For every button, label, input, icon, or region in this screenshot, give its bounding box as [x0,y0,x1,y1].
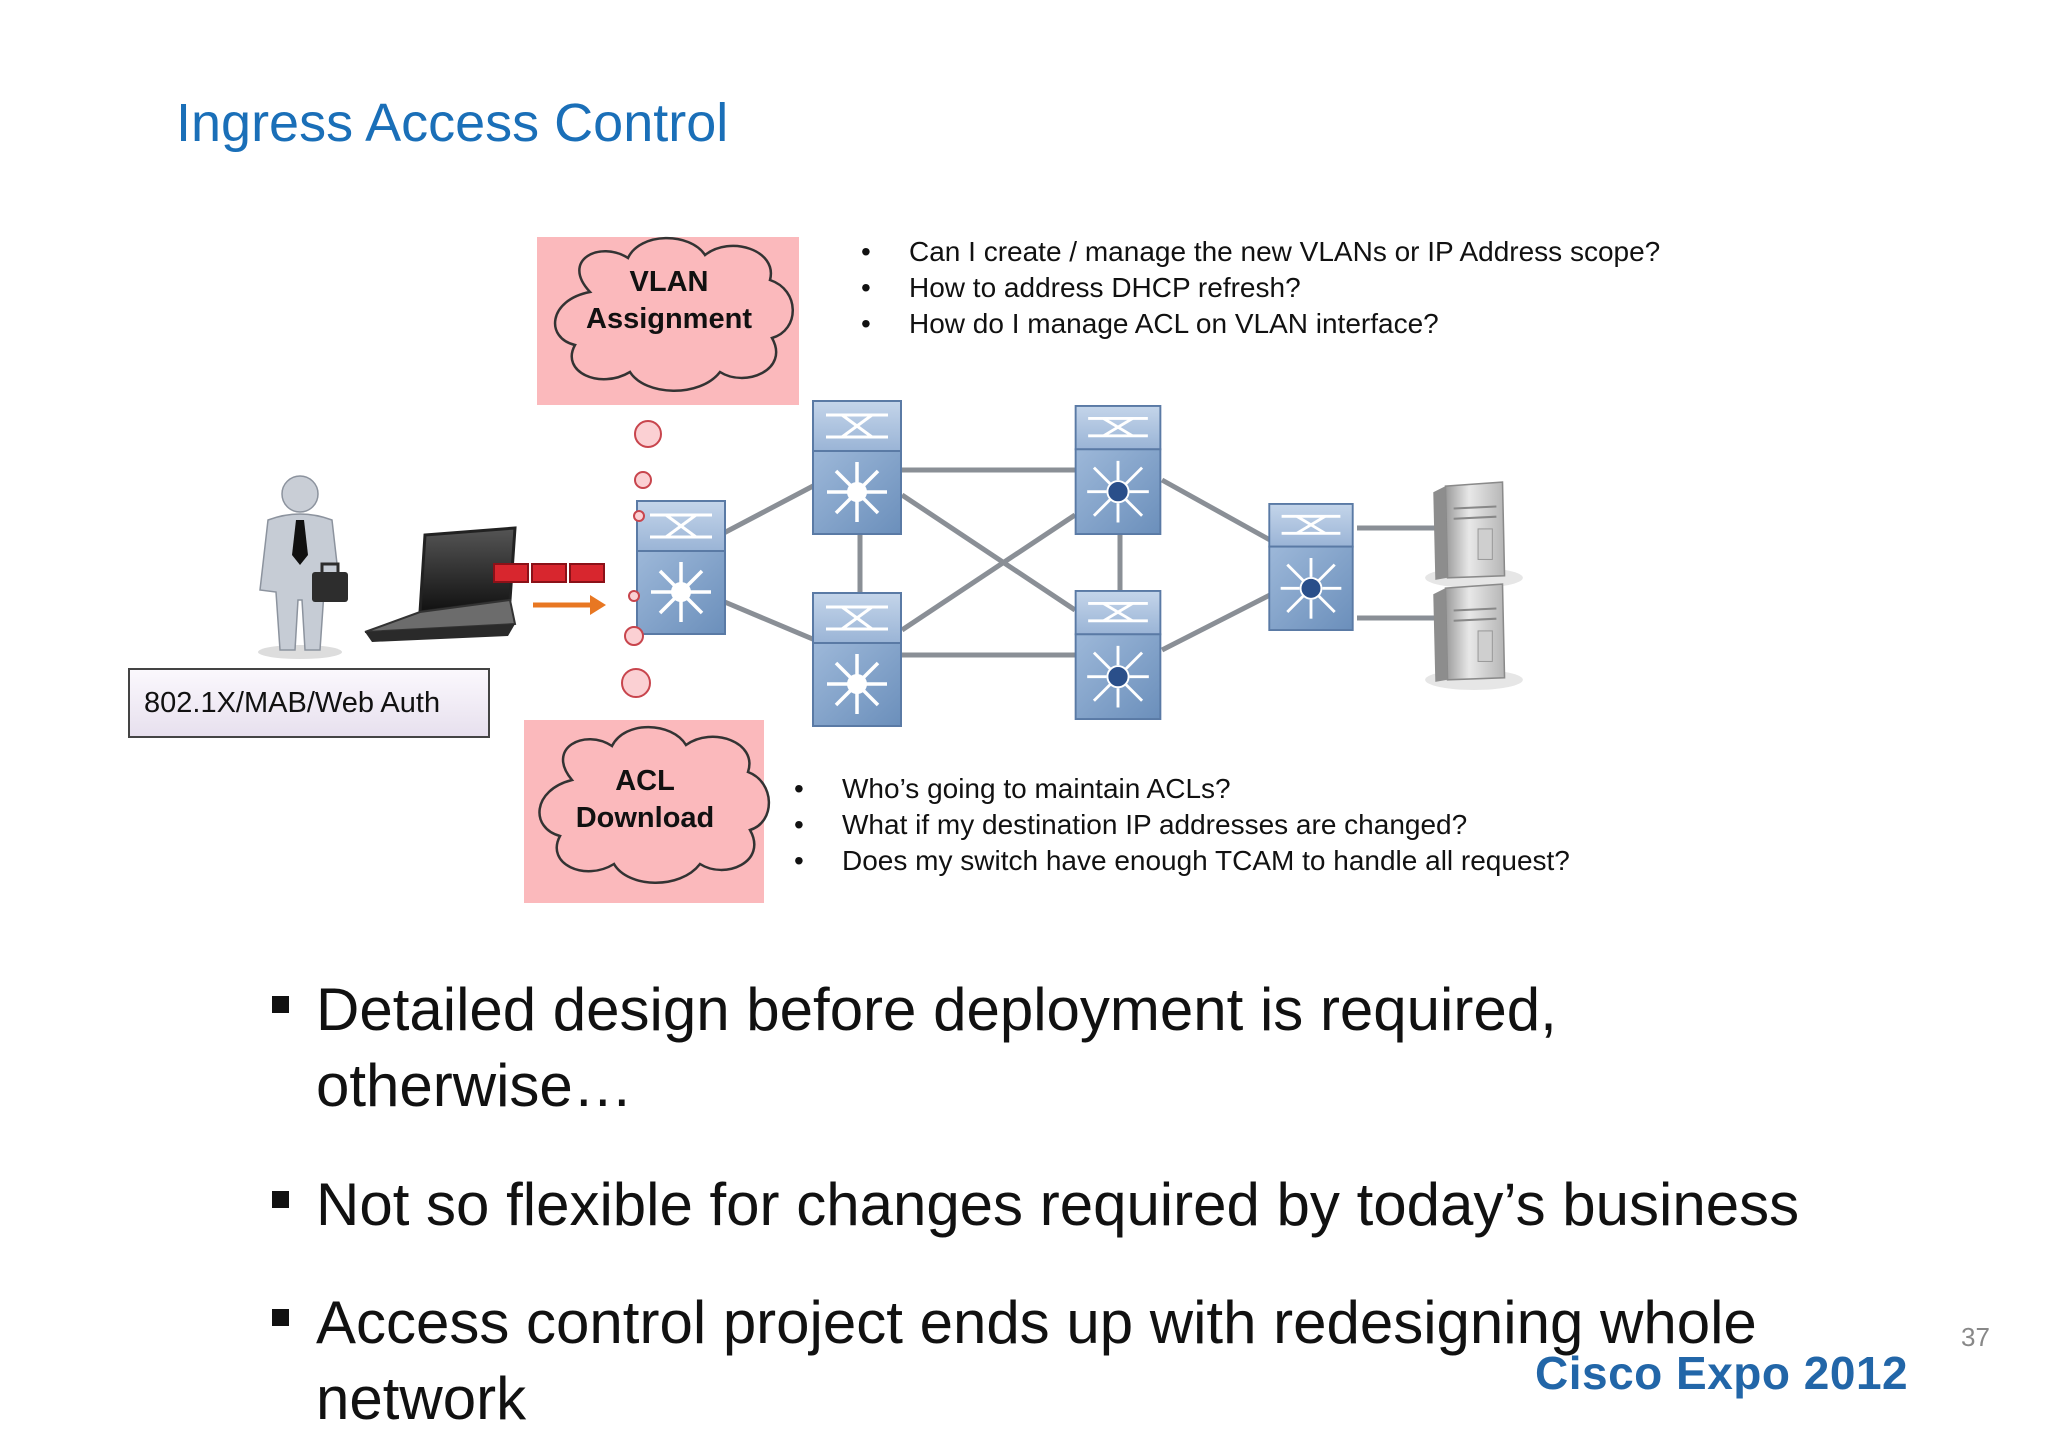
distribution-switch-icon [812,592,902,727]
main-bullet: Detailed design before deployment is req… [272,972,1772,1124]
main-bullet: Not so flexible for changes required by … [272,1167,1932,1243]
server-icon [1423,582,1525,692]
main-bullet: Access control project ends up with rede… [272,1285,1872,1437]
acl-questions-list: • Who’s going to maintain ACLs? • What i… [794,773,1570,876]
user-icon [258,475,342,659]
laptop-icon [364,526,517,642]
page-number: 37 [1961,1322,1990,1352]
acl-cloud [524,720,771,903]
distribution-switch-icon [812,400,902,535]
vlan-questions-list: • Can I create / manage the new VLANs or… [861,236,1661,339]
frame-icon [493,563,605,583]
server-icon [1423,480,1525,590]
bullet-square [272,1191,289,1208]
bullet-square [272,996,289,1013]
core-switch-icon [1074,590,1162,720]
connector-dots [621,420,662,698]
vlan-assignment-label: VLAN Assignment [586,266,752,335]
auth-method-box: 802.1X/MAB/Web Auth [128,668,490,738]
access-switch-icon [636,500,726,635]
arrow-icon [533,595,606,615]
briefcase-icon [312,562,348,602]
slide-title: Ingress Access Control [176,93,729,153]
core-switch-icon [1074,405,1162,535]
core-switch-icon [1267,503,1355,631]
brand-logo: Cisco Expo 2012 [1535,1347,1909,1399]
vlan-cloud [537,236,799,405]
bullet-square [272,1309,289,1326]
acl-download-label: ACL Download [575,765,715,834]
